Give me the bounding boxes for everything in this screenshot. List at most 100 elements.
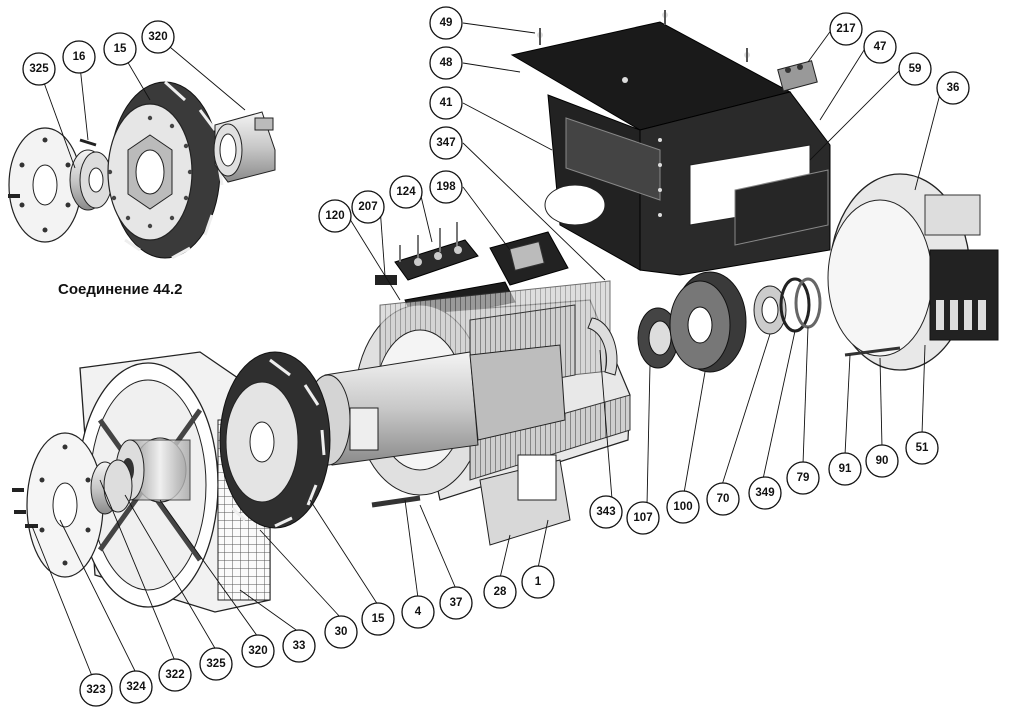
rear-shield-36 — [827, 173, 999, 371]
callout-label: 322 — [165, 669, 184, 681]
callout-325b: 325 — [199, 647, 233, 681]
terminal-block-217 — [777, 60, 818, 92]
callout-347: 347 — [429, 126, 463, 160]
callout-label: 48 — [440, 57, 453, 69]
coupling-hub-top — [69, 138, 113, 211]
callout-16: 16 — [62, 40, 96, 74]
callout-label: 59 — [909, 63, 922, 75]
callout-circle — [706, 482, 740, 516]
callout-label: 323 — [86, 684, 105, 696]
callout-label: 1 — [535, 576, 542, 588]
exciter-rotor-100 — [669, 271, 747, 373]
callout-circle — [589, 495, 623, 529]
callout-37: 37 — [439, 586, 473, 620]
callout-15b: 15 — [361, 602, 395, 636]
callout-59: 59 — [898, 52, 932, 86]
callout-label: 37 — [450, 597, 463, 609]
callout-217: 217 — [829, 12, 863, 46]
callout-label: 320 — [148, 31, 167, 43]
fan-top — [107, 80, 224, 260]
callout-label: 47 — [874, 41, 887, 53]
avr-board-198 — [489, 231, 569, 286]
callout-circle — [389, 175, 423, 209]
callout-circle — [429, 86, 463, 120]
callout-322: 322 — [158, 658, 192, 692]
callout-circle — [282, 629, 316, 663]
callout-label: 30 — [335, 626, 348, 638]
callout-320a: 320 — [141, 20, 175, 54]
callout-label: 100 — [673, 501, 692, 513]
callout-label: 28 — [494, 586, 507, 598]
fan-bottom — [219, 351, 331, 529]
callout-label: 124 — [396, 186, 416, 198]
diode-bridge-107 — [637, 307, 679, 369]
coupling-disc-top — [8, 127, 82, 243]
callout-circle — [351, 190, 385, 224]
terminal-board-124 — [394, 222, 479, 281]
callout-107: 107 — [626, 501, 660, 535]
callout-circle — [865, 444, 899, 478]
callout-circle — [786, 461, 820, 495]
callout-label: 347 — [436, 137, 455, 149]
callout-207: 207 — [351, 190, 385, 224]
callout-circle — [22, 52, 56, 86]
callout-36: 36 — [936, 71, 970, 105]
callout-circle — [241, 634, 275, 668]
callout-circle — [401, 595, 435, 629]
callout-91: 91 — [828, 452, 862, 486]
callout-circle — [79, 673, 113, 707]
terminal-box — [510, 10, 831, 276]
callout-circle — [62, 40, 96, 74]
callout-circle — [141, 20, 175, 54]
callout-circle — [905, 431, 939, 465]
callout-label: 207 — [358, 201, 377, 213]
shaft-adapter-top — [213, 111, 276, 183]
callout-323: 323 — [79, 673, 113, 707]
callout-label: 324 — [126, 681, 146, 693]
callout-label: 107 — [633, 512, 652, 524]
callout-label: 325 — [206, 658, 226, 670]
callout-circle — [429, 170, 463, 204]
callout-circle — [748, 476, 782, 510]
callout-circle — [483, 575, 517, 609]
callout-label: 349 — [755, 487, 774, 499]
callout-circle — [361, 602, 395, 636]
callout-349: 349 — [748, 476, 782, 510]
callout-label: 36 — [947, 82, 960, 94]
callout-circle — [103, 32, 137, 66]
connection-caption: Соединение 44.2 — [58, 281, 183, 298]
callout-circle — [119, 670, 153, 704]
callout-70: 70 — [706, 482, 740, 516]
fuse-207 — [375, 275, 397, 285]
callout-label: 70 — [717, 493, 730, 505]
callout-circle — [439, 586, 473, 620]
callout-label: 49 — [440, 17, 453, 29]
callout-343: 343 — [589, 495, 623, 529]
callout-label: 15 — [372, 613, 385, 625]
callout-120: 120 — [318, 199, 352, 233]
callout-label: 320 — [248, 645, 267, 657]
callout-label: 51 — [916, 442, 929, 454]
callout-51: 51 — [905, 431, 939, 465]
callout-circle — [324, 615, 358, 649]
callout-label: 33 — [293, 640, 306, 652]
callout-label: 198 — [436, 181, 456, 193]
callout-label: 90 — [876, 455, 889, 467]
seal-343 — [587, 317, 618, 376]
callout-circle — [158, 658, 192, 692]
callout-circle — [429, 126, 463, 160]
callout-circle — [666, 490, 700, 524]
callout-circle — [199, 647, 233, 681]
callout-1: 1 — [521, 565, 555, 599]
callout-15a: 15 — [103, 32, 137, 66]
callout-198: 198 — [429, 170, 463, 204]
leader-lines — [31, 22, 941, 687]
callout-320b: 320 — [241, 634, 275, 668]
callout-circle — [898, 52, 932, 86]
coupling-disc-bottom — [12, 432, 104, 578]
callout-4: 4 — [401, 595, 435, 629]
callout-33: 33 — [282, 629, 316, 663]
